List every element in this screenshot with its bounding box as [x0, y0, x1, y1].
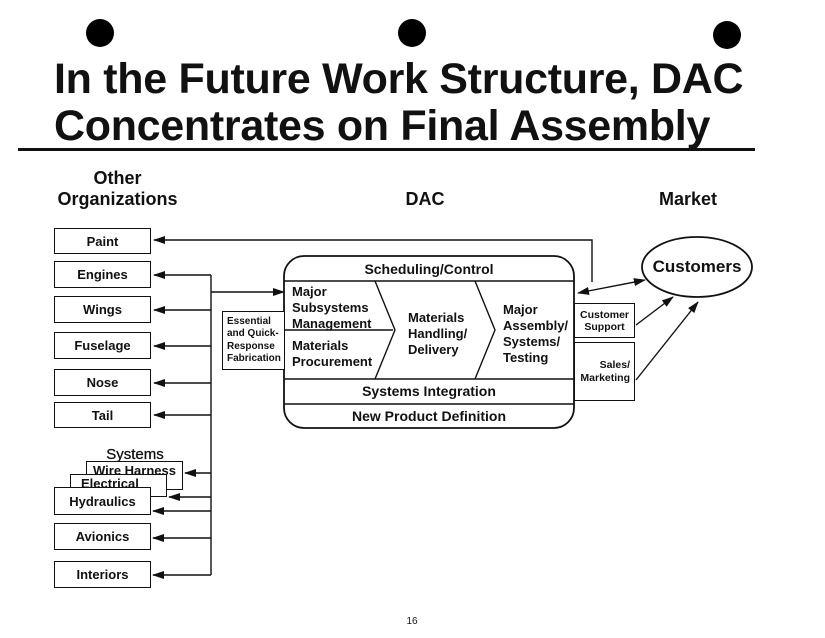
title-line1: In the Future Work Structure, DAC [54, 55, 744, 103]
header-market: Market [658, 189, 718, 209]
new-product-definition: New Product Definition [352, 408, 506, 424]
header-other-line2: Organizations [57, 189, 178, 209]
org-hydraulics: Hydraulics [54, 487, 151, 515]
systems-integration: Systems Integration [362, 383, 496, 399]
sales-marketing-box: Sales/Marketing [574, 342, 635, 401]
essential-line: Essential [227, 315, 271, 327]
essential-fabrication-box: Essential and Quick- Response Fabricatio… [222, 311, 285, 370]
binder-hole [398, 19, 426, 47]
org-fuselage: Fuselage [54, 332, 151, 359]
essential-line: Fabrication [227, 353, 281, 364]
scheduling-control: Scheduling/Control [364, 261, 494, 277]
org-paint: Paint [54, 228, 151, 254]
org-nose: Nose [54, 369, 151, 396]
customers: Customers [652, 257, 742, 276]
header-other: Other Organizations [50, 168, 185, 210]
binder-hole [713, 21, 741, 49]
page-number: 16 [406, 616, 418, 627]
org-wings: Wings [54, 296, 151, 323]
essential-line: Response [227, 340, 275, 352]
title-line2: Concentrates on Final Assembly [54, 102, 711, 150]
org-engines: Engines [54, 261, 151, 288]
org-tail: Tail [54, 402, 151, 428]
title-underline [18, 148, 755, 151]
header-dac: DAC [405, 189, 445, 209]
systems-label: Systems [106, 446, 164, 463]
header-other-line1: Other [93, 168, 142, 188]
org-interiors: Interiors [54, 561, 151, 588]
essential-line: and Quick- [227, 328, 279, 339]
org-avionics: Avionics [54, 523, 151, 550]
binder-hole [86, 19, 114, 47]
